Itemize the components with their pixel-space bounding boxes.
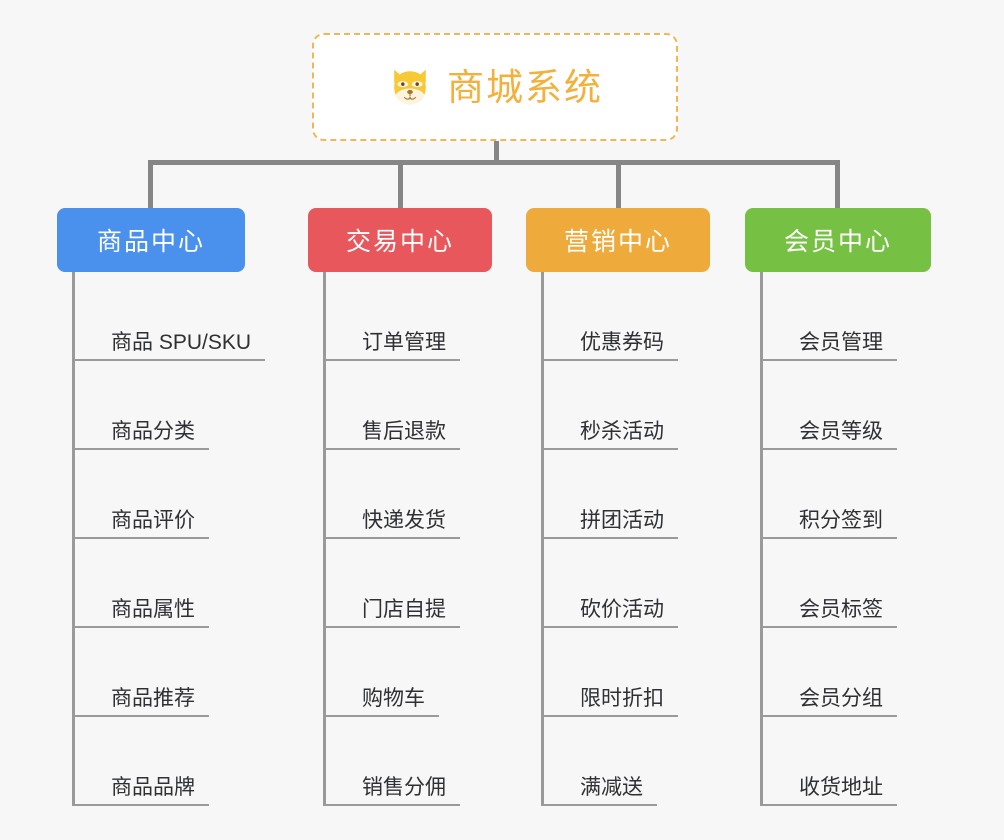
list-item-label: 门店自提	[326, 598, 460, 628]
connector-drop-1	[148, 160, 153, 208]
list-item-label: 满减送	[544, 776, 657, 806]
branch-product-center: 商品中心 商品 SPU/SKU 商品分类 商品评价 商品属性 商品推荐 商品品牌	[57, 208, 266, 806]
branch-header-product-center[interactable]: 商品中心	[57, 208, 245, 272]
list-item[interactable]: 积分签到	[763, 450, 931, 539]
list-item[interactable]: 会员标签	[763, 539, 931, 628]
list-item-label: 限时折扣	[544, 687, 678, 717]
connector-drop-3	[616, 160, 621, 208]
branch-items-trade-center: 订单管理 售后退款 快递发货 门店自提 购物车 销售分佣	[323, 272, 492, 806]
list-item-label: 销售分佣	[326, 776, 460, 806]
list-item[interactable]: 商品评价	[75, 450, 245, 539]
list-item[interactable]: 满减送	[544, 717, 710, 806]
branch-trade-center: 交易中心 订单管理 售后退款 快递发货 门店自提 购物车 销售分佣	[308, 208, 492, 806]
list-item-label: 会员标签	[763, 598, 897, 628]
list-item-label: 会员分组	[763, 687, 897, 717]
list-item-label: 拼团活动	[544, 509, 678, 539]
list-item-label: 快递发货	[326, 509, 460, 539]
list-item-label: 商品品牌	[75, 776, 209, 806]
list-item-label: 积分签到	[763, 509, 897, 539]
list-item[interactable]: 秒杀活动	[544, 361, 710, 450]
list-item[interactable]: 会员管理	[763, 272, 931, 361]
list-item[interactable]: 商品分类	[75, 361, 245, 450]
list-item-label: 商品属性	[75, 598, 209, 628]
list-item[interactable]: 快递发货	[326, 450, 492, 539]
connector-drop-4	[835, 160, 840, 208]
branch-title: 营销中心	[563, 228, 672, 256]
list-item-label: 商品推荐	[75, 687, 209, 717]
list-item[interactable]: 商品品牌	[75, 717, 245, 806]
list-item[interactable]: 优惠券码	[544, 272, 710, 361]
list-item[interactable]: 商品属性	[75, 539, 245, 628]
branch-marketing-center: 营销中心 优惠券码 秒杀活动 拼团活动 砍价活动 限时折扣 满减送	[526, 208, 710, 806]
connector-drop-2	[398, 160, 403, 208]
branch-header-trade-center[interactable]: 交易中心	[308, 208, 492, 272]
branch-header-member-center[interactable]: 会员中心	[745, 208, 931, 272]
list-item[interactable]: 订单管理	[326, 272, 492, 361]
list-item[interactable]: 售后退款	[326, 361, 492, 450]
branch-header-marketing-center[interactable]: 营销中心	[526, 208, 710, 272]
list-item-label: 会员等级	[763, 420, 897, 450]
branch-title: 会员中心	[783, 228, 892, 256]
list-item[interactable]: 门店自提	[326, 539, 492, 628]
list-item[interactable]: 商品 SPU/SKU	[75, 272, 266, 361]
list-item[interactable]: 砍价活动	[544, 539, 710, 628]
connector-stem	[494, 141, 499, 163]
list-item-label: 商品分类	[75, 420, 209, 450]
root-title: 商城系统	[447, 66, 603, 108]
list-item-label: 优惠券码	[544, 331, 678, 361]
list-item[interactable]: 购物车	[326, 628, 492, 717]
branch-title: 交易中心	[345, 228, 454, 256]
branch-member-center: 会员中心 会员管理 会员等级 积分签到 会员标签 会员分组 收货地址	[745, 208, 931, 806]
list-item-label: 购物车	[326, 687, 439, 717]
branch-title: 商品中心	[96, 228, 205, 256]
list-item[interactable]: 商品推荐	[75, 628, 245, 717]
branch-items-product-center: 商品 SPU/SKU 商品分类 商品评价 商品属性 商品推荐 商品品牌	[72, 272, 266, 806]
shiba-dog-icon	[394, 69, 426, 105]
root-node[interactable]: 商城系统	[312, 33, 678, 141]
list-item[interactable]: 拼团活动	[544, 450, 710, 539]
list-item-label: 订单管理	[326, 331, 460, 361]
branch-items-member-center: 会员管理 会员等级 积分签到 会员标签 会员分组 收货地址	[760, 272, 931, 806]
list-item-label: 收货地址	[763, 776, 897, 806]
list-item[interactable]: 限时折扣	[544, 628, 710, 717]
connector-bus	[148, 160, 838, 165]
list-item-label: 售后退款	[326, 420, 460, 450]
list-item-label: 砍价活动	[544, 598, 678, 628]
list-item-label: 商品 SPU/SKU	[75, 331, 266, 361]
branch-items-marketing-center: 优惠券码 秒杀活动 拼团活动 砍价活动 限时折扣 满减送	[541, 272, 710, 806]
list-item[interactable]: 会员分组	[763, 628, 931, 717]
list-item-label: 会员管理	[763, 331, 897, 361]
list-item-label: 商品评价	[75, 509, 209, 539]
list-item[interactable]: 销售分佣	[326, 717, 492, 806]
list-item[interactable]: 收货地址	[763, 717, 931, 806]
list-item[interactable]: 会员等级	[763, 361, 931, 450]
list-item-label: 秒杀活动	[544, 420, 678, 450]
